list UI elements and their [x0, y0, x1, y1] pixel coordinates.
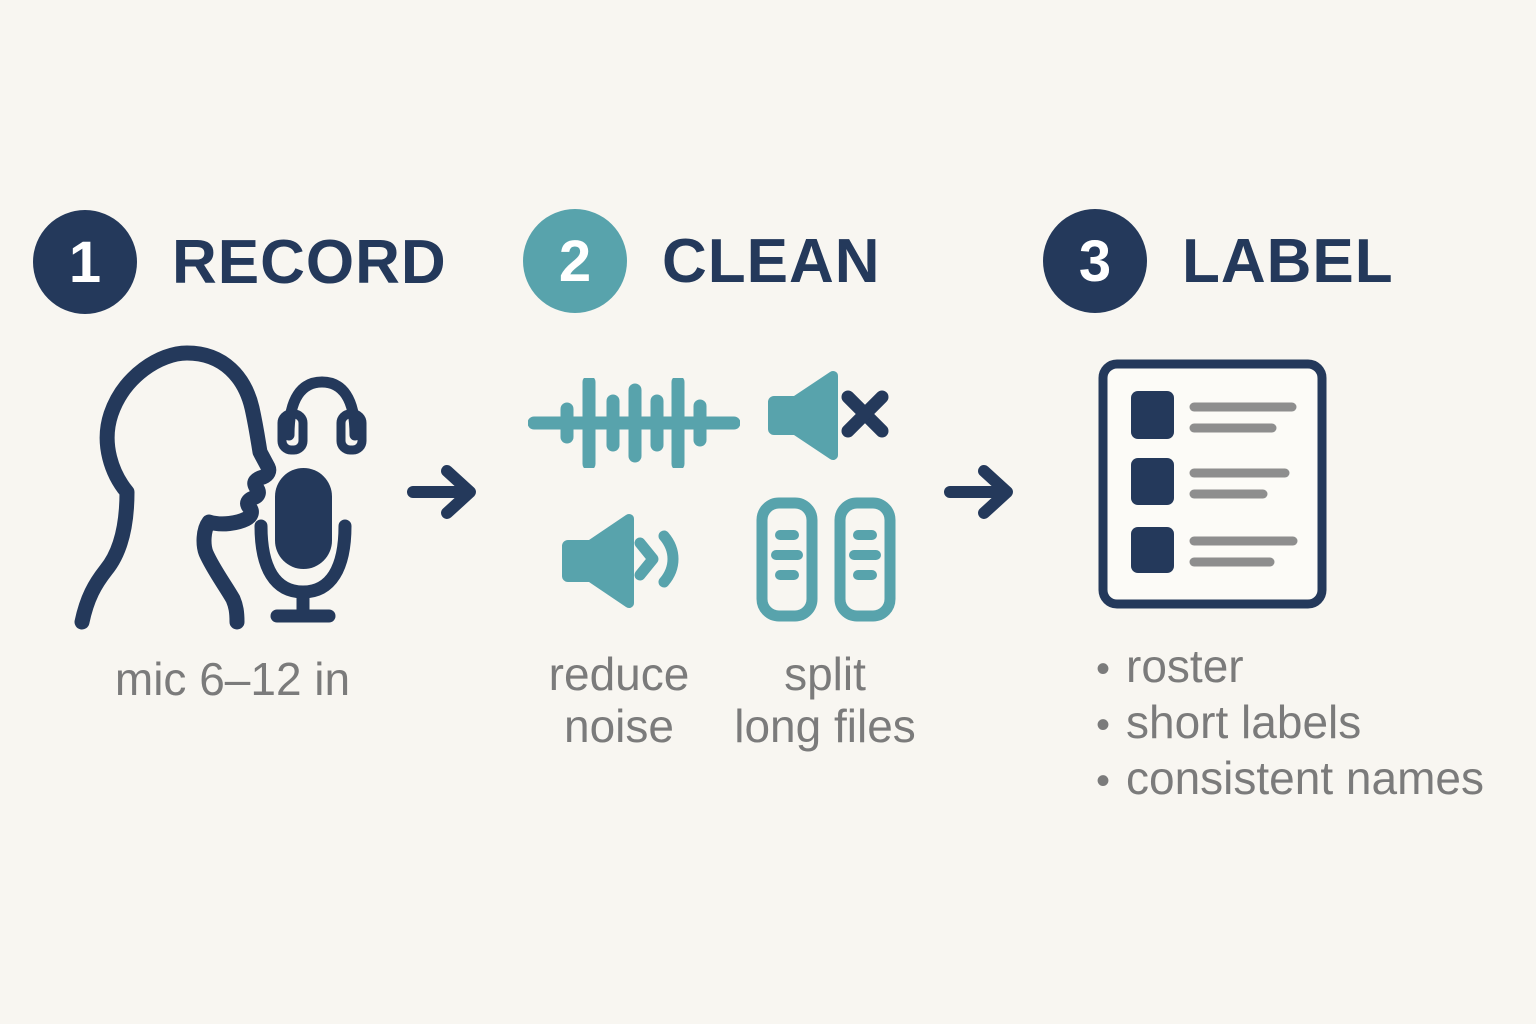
step-3-bullet-list: • roster • short labels • consistent nam… — [1096, 640, 1484, 808]
step-2-caption-split-files: split long files — [699, 648, 951, 752]
bullet-text: consistent names — [1126, 752, 1484, 804]
caption-line: reduce — [548, 648, 690, 700]
step-3-title: LABEL — [1182, 226, 1394, 296]
bullet-text: roster — [1126, 640, 1244, 692]
bullet-dot: • — [1096, 647, 1111, 691]
step-2-number: 2 — [558, 228, 592, 294]
step-1-title: RECORD — [172, 227, 447, 297]
step-2-title: CLEAN — [662, 226, 881, 296]
checklist-document-icon — [1095, 358, 1330, 610]
step-1-header: 1 RECORD — [33, 210, 447, 314]
sound-wave-arc — [658, 530, 679, 588]
caption-line: noise — [564, 700, 674, 752]
person-profile-icon — [72, 340, 367, 630]
sound-wave-chevron — [634, 537, 659, 581]
step-3-header: 3 LABEL — [1043, 209, 1394, 313]
speaker-body — [768, 371, 838, 460]
caption-line: split — [784, 648, 866, 700]
split-files-icon — [755, 497, 902, 624]
step-1-badge: 1 — [33, 210, 137, 314]
list-item: • roster — [1096, 640, 1484, 696]
person-head-outline — [74, 345, 277, 630]
microphone-icon — [254, 468, 352, 623]
checklist-text-lines — [1189, 402, 1298, 567]
right-arrow-icon — [943, 462, 1025, 522]
step-3-badge: 3 — [1043, 209, 1147, 313]
step-2-badge: 2 — [523, 209, 627, 313]
step-1-caption: mic 6–12 in — [114, 653, 351, 705]
bullet-dot: • — [1096, 759, 1111, 803]
speaker-volume-icon — [556, 502, 691, 622]
step-1-number: 1 — [68, 229, 102, 295]
checklist-squares — [1131, 391, 1174, 573]
waveform-icon — [528, 378, 740, 468]
step-2-header: 2 CLEAN — [523, 209, 881, 313]
speaker-body — [562, 514, 634, 608]
step-2-caption-reduce-noise: reduce noise — [493, 648, 745, 752]
caption-line: long files — [734, 700, 916, 752]
list-item: • short labels — [1096, 696, 1484, 752]
step-3-number: 3 — [1078, 228, 1112, 294]
bullet-text: short labels — [1126, 696, 1362, 748]
bullet-dot: • — [1096, 703, 1111, 747]
right-arrow-icon — [406, 462, 488, 522]
list-item: • consistent names — [1096, 752, 1484, 808]
x-mark-icon — [841, 390, 889, 438]
headphones-icon — [277, 376, 367, 455]
speaker-mute-icon — [760, 368, 895, 463]
